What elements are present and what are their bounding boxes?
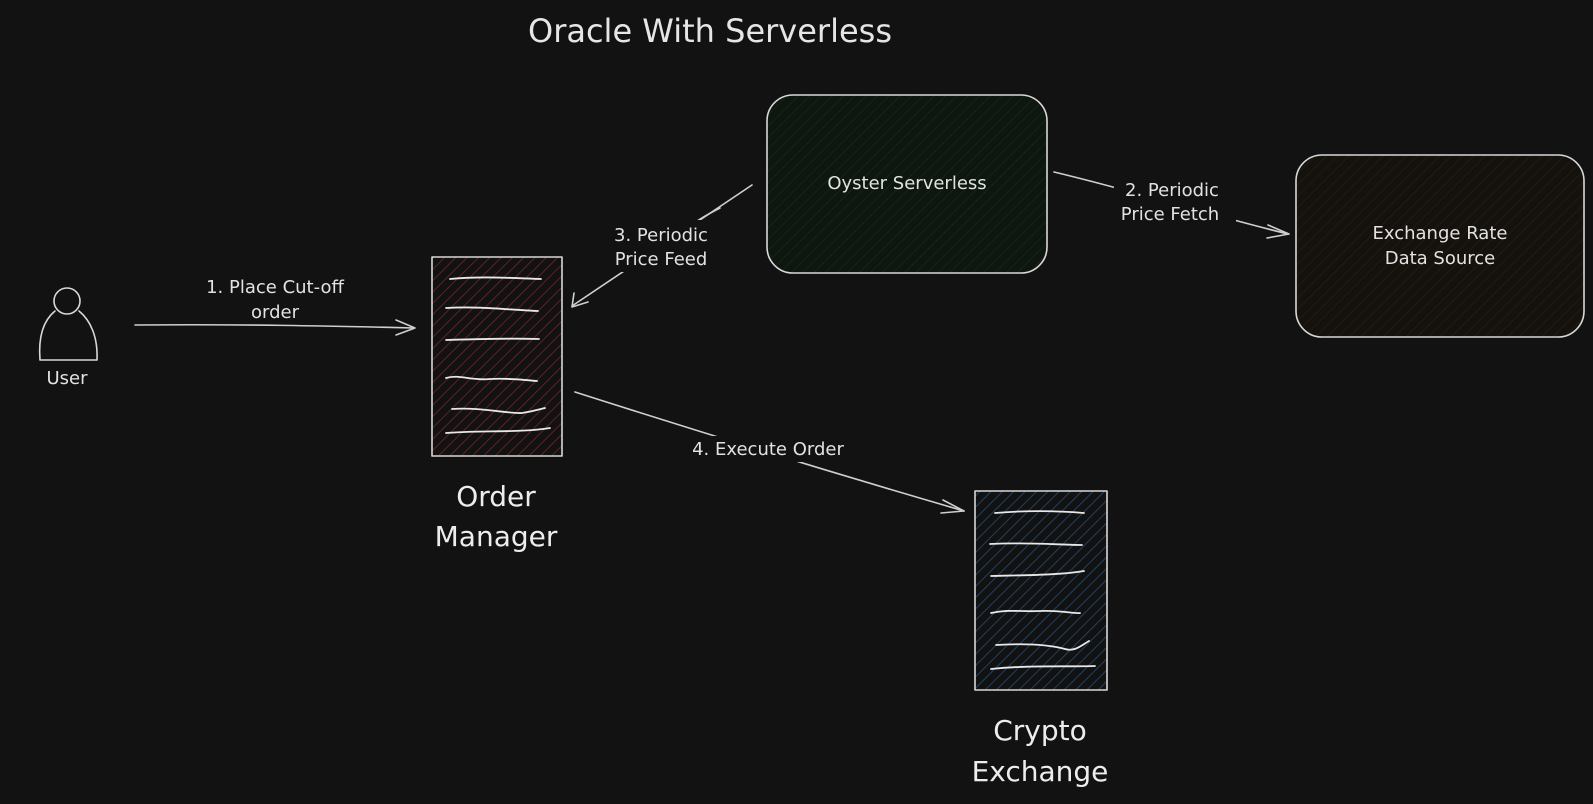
price-feed-label-bg bbox=[604, 220, 720, 272]
order-manager-label-line1: Order bbox=[456, 480, 536, 513]
execute-order-label: 4. Execute Order bbox=[692, 439, 844, 460]
execute-order-label-bg bbox=[683, 436, 853, 462]
price-fetch-label-line2: Price Fetch bbox=[1121, 204, 1219, 225]
price-fetch-label-bg bbox=[1114, 174, 1236, 224]
oyster-serverless-node[interactable] bbox=[766, 94, 1048, 274]
exchange-rate-label-line1: Exchange Rate bbox=[1373, 223, 1508, 244]
place-order-label-line1: 1. Place Cut-off bbox=[206, 277, 344, 298]
exchange-rate-node[interactable] bbox=[1295, 154, 1585, 338]
order-manager-label-line2: Manager bbox=[435, 520, 558, 553]
price-fetch-label-line1: 2. Periodic bbox=[1125, 180, 1219, 201]
price-feed-label-line2: Price Feed bbox=[615, 249, 708, 270]
oyster-serverless-label: Oyster Serverless bbox=[827, 173, 986, 194]
place-order-arrow bbox=[134, 319, 416, 336]
price-feed-label-line1: 3. Periodic bbox=[614, 225, 708, 246]
user-icon[interactable] bbox=[38, 287, 98, 361]
crypto-exchange-node[interactable] bbox=[974, 490, 1108, 691]
order-manager-node[interactable] bbox=[431, 256, 563, 457]
diagram-title: Oracle With Serverless bbox=[528, 12, 892, 50]
exchange-rate-label-line2: Data Source bbox=[1385, 248, 1496, 269]
user-label: User bbox=[46, 368, 88, 389]
place-order-label-line2: order bbox=[251, 302, 300, 323]
crypto-exchange-label-line1: Crypto bbox=[993, 714, 1087, 747]
crypto-exchange-label-line2: Exchange bbox=[972, 755, 1109, 788]
